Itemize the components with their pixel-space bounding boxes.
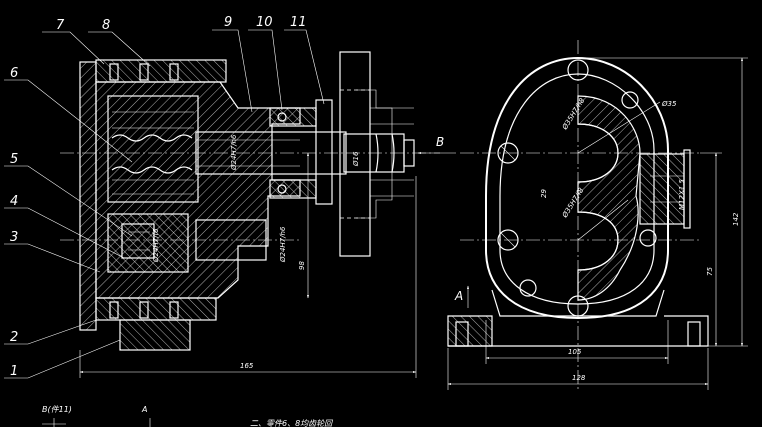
part-number-10: 10 [256, 15, 273, 30]
end-view [447, 40, 709, 390]
part-number-4: 4 [10, 194, 18, 209]
part-number-7: 7 [56, 18, 65, 33]
part-number-2: 2 [10, 330, 18, 345]
dim-height-142: 142 [732, 212, 740, 226]
dim-height-75: 75 [706, 267, 714, 276]
dim-length-165: 165 [240, 362, 254, 370]
view-label-a: A [454, 289, 463, 303]
part-number-6: 6 [10, 66, 18, 81]
dim-width-128: 128 [572, 374, 586, 382]
dim-thread: M12X1.5 [678, 179, 686, 210]
footer-view-a: A [141, 405, 147, 414]
part-number-3: 3 [10, 230, 18, 245]
footer-note: 二、零件6、8均齿轮回 [250, 419, 333, 427]
part-number-1: 1 [10, 364, 18, 379]
dim-center-29: 29 [540, 189, 548, 198]
part-number-5: 5 [10, 152, 18, 167]
view-label-b: B [436, 135, 444, 149]
dim-bore-fit: Ø24H7/h6 [279, 226, 287, 263]
footer-view-b: B(件11) [42, 405, 72, 414]
dim-shaft-fit: Ø24H7/h6 [230, 134, 238, 171]
part-leaders [4, 29, 325, 379]
dim-width-105: 105 [568, 348, 582, 356]
footer-notes: B(件11) A 二、零件6、8均齿轮回 [42, 405, 333, 427]
dim-stub-dia: Ø16 [352, 151, 360, 167]
part-number-9: 9 [224, 15, 232, 30]
dim-height-98: 98 [298, 261, 306, 270]
dim-gear-fit: Ø24H7/f6 [152, 228, 160, 263]
part-number-11: 11 [290, 15, 307, 30]
part-number-8: 8 [102, 18, 110, 33]
left-dimensions: Ø24H7/h6 Ø16 Ø24H7/f6 Ø24H7/h6 98 165 [79, 134, 417, 378]
dim-gear-circle: Ø35 [661, 100, 677, 108]
section-view [60, 51, 440, 351]
